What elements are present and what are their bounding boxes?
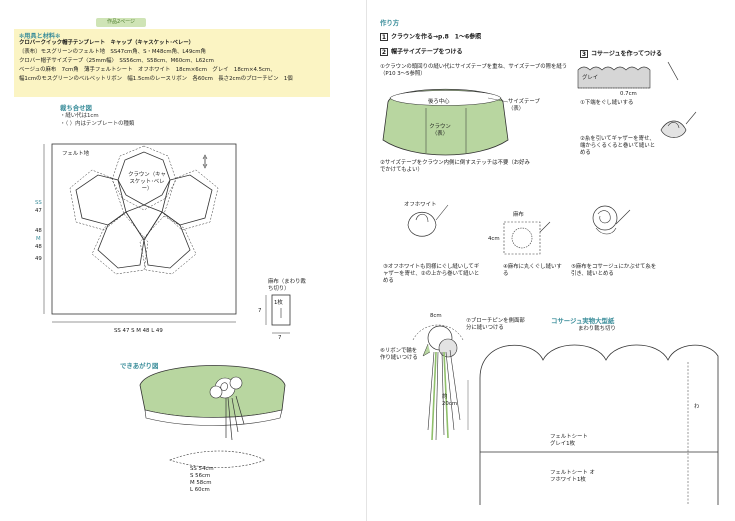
finished-size-m: M 58cm — [190, 480, 212, 486]
eight-cm-label: 8cm — [430, 313, 442, 319]
asa-size: 4cm — [488, 236, 500, 242]
cosage-ribbon-illustration — [412, 324, 469, 441]
cosage-note-7: ⑦ブローチピンを側面部分に縫いつける — [466, 318, 525, 331]
cutting-layout-diagram — [43, 143, 291, 334]
cosage-note-1: ①下端をぐし縫いする — [580, 100, 634, 106]
finished-title: できあがり図 — [120, 362, 159, 370]
fabric-label: フェルト地 — [62, 151, 89, 157]
materials-line-2: 〔表布〕モスグリーンのフェルト地 SS47cm角、S・M48cm角、L49cm角 — [19, 49, 206, 55]
side-size-m: M — [36, 236, 41, 242]
cosage-note-3: ③オフホワイトも同様にぐし縫いしてギャザーを寄せ、②の上から巻いて縫いとめる — [383, 264, 480, 284]
crown-label: クラウン（キャスケット･ベレー） — [128, 172, 166, 192]
gray-size: 0.7cm — [620, 91, 637, 97]
finished-size-s: S 56cm — [190, 473, 211, 479]
cosage-note-5: ⑤麻布をコサージュにかぶせて糸を引き、縫いとめる — [571, 264, 657, 277]
hemp-count: 1枚 — [274, 300, 283, 306]
side-size-48: 48 — [35, 228, 42, 234]
crown-front-label: クラウン（表） — [429, 124, 451, 137]
cosage-full-size-pattern — [479, 344, 719, 505]
hemp-side: 7 — [258, 308, 262, 314]
layout-title: 裁ち合せ図 — [60, 104, 92, 112]
gray-felt-strip — [577, 61, 697, 138]
asa-label: 麻布 — [513, 212, 524, 218]
side-size-47: 47 — [35, 208, 42, 214]
cosage-note-2: ②糸を引いてギャザーを寄せ、端からくるくると巻いて縫いとめる — [580, 136, 656, 156]
side-size-48b: 48 — [35, 244, 42, 250]
cosage-note-4: ④麻布に丸くぐし縫いする — [503, 264, 562, 277]
approx-20-label: 約20cm — [442, 394, 458, 407]
gray-label: グレイ — [582, 75, 599, 81]
materials-line-3: クロバー帽子サイズテープ〈25mm幅〉 SS56cm、S58cm、M60cm、L… — [19, 58, 214, 64]
materials-title: ✻用具と材料✻ — [19, 33, 61, 40]
hemp-label: 麻布（まわり裁ち切り） — [268, 279, 306, 292]
felt-white-label: フェルトシート オフホワイト1枚 — [550, 470, 595, 483]
bottom-sizes: SS 47 S M 48 L 49 — [114, 328, 163, 334]
crown-with-tape-illustration — [382, 88, 509, 156]
step-3-text: コサージュを作ってつける — [591, 50, 663, 58]
pattern-sub: まわり裁ち切り — [578, 326, 616, 332]
felt-gray-label: フェルトシート グレイ1枚 — [550, 434, 588, 447]
left-page: 作品2ページ ✻用具と材料✻ クロバークイック帽子テンプレート キャップ（キャス… — [0, 0, 367, 521]
rose-steps-illustration — [407, 204, 631, 255]
cosage-note-6: ⑥リボンで輪を作り縫いつける — [380, 348, 418, 361]
page-tag: 作品2ページ — [96, 18, 146, 27]
materials-box — [14, 29, 330, 97]
hemp-bottom: 7 — [278, 335, 282, 341]
side-size-49: 49 — [35, 256, 42, 262]
finished-size-l: L 60cm — [190, 487, 210, 493]
side-size-ss: SS — [35, 200, 42, 206]
step-2-note-1: ①クラウンの頭回りの縫い代にサイズテープを重ね、サイズテープの際を縫う（P10 … — [380, 64, 568, 77]
layout-note-2: ・（ ）内はテンプレートの種類 — [60, 121, 135, 127]
fold-label: わ — [694, 404, 700, 410]
size-tape-label: サイズテープ（表） — [508, 99, 540, 112]
step-2-text: 帽子サイズテープをつける — [391, 48, 463, 56]
finished-size-ss: SS 54cm — [190, 466, 214, 472]
materials-line-1: クロバークイック帽子テンプレート キャップ（キャスケット･ベレー） — [19, 40, 195, 46]
step-2-note-2: ②サイズテープをクラウン内側に倒すステッチは不要（お好みでかけてもよい） — [380, 160, 530, 173]
back-center-label: 後ろ中心 — [428, 99, 450, 105]
howto-title: 作り方 — [380, 19, 400, 27]
offwhite-label: オフホワイト — [404, 202, 437, 208]
step-1-text: クラウンを作る→p.8 1〜6参照 — [391, 33, 482, 41]
materials-line-5: 幅1cmのモスグリーンのベルベットリボン 幅1.5cmのレースリボン 各60cm… — [19, 76, 293, 82]
pattern-title: コサージュ実物大型紙 — [551, 317, 615, 325]
finished-hat-illustration — [139, 365, 286, 468]
materials-line-4: ベージュの麻布 7cm角 薄手フェルトシート オフホワイト 18cm×6cm グ… — [19, 67, 276, 73]
layout-note-1: ・縫い代は1cm — [60, 113, 99, 119]
